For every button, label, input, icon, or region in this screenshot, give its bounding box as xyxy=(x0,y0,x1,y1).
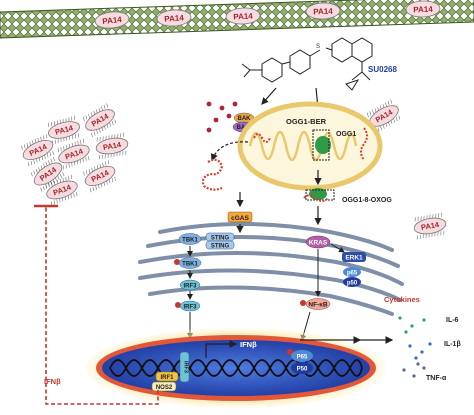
bacterium: PA14 xyxy=(21,134,54,167)
bacterium: PA14 xyxy=(83,160,116,193)
ogg1-8oxog-complex: OGG1-8-OXOG xyxy=(303,188,392,204)
irf3-lower-label: IRF3 xyxy=(183,305,197,311)
il6-label: IL-6 xyxy=(446,317,459,324)
sting-a-label: STING xyxy=(211,236,230,242)
irf1-nos2-complex: IRF1 NOS2 IRF3 xyxy=(151,351,190,392)
sting-b-label: STING xyxy=(211,244,230,250)
kras-label: KRAS xyxy=(309,240,328,247)
mtdna-fragments xyxy=(206,101,238,133)
nuclear-p65-p50: P65 P50 xyxy=(287,349,313,374)
bacterium: PA14 xyxy=(156,9,192,27)
arrow-kras-to-erk1 xyxy=(330,243,345,253)
irf3-upper-label: IRF3 xyxy=(183,284,197,290)
bacterium: PA14 xyxy=(413,212,447,240)
arrow-compound-to-mito-outside xyxy=(261,87,277,105)
bacterium: PA14 xyxy=(57,138,90,170)
cgas-node: cGAS xyxy=(227,211,253,223)
bacterium: PA14 xyxy=(48,115,80,145)
irf3-vertical-label: IRF3 xyxy=(183,361,189,373)
sting-node: STING STING xyxy=(205,232,235,250)
cytosolic-mtdna xyxy=(201,158,224,191)
ifnb-feedback: IFNβ xyxy=(34,204,159,405)
bax-label: BAX xyxy=(237,125,250,131)
bacterium-label: PA14 xyxy=(420,220,440,232)
kras-node: KRAS xyxy=(305,235,331,249)
bak-bax-complex: BAK BAX xyxy=(232,112,255,133)
nfkb-label: NF-κB xyxy=(308,302,327,309)
arrow-ifnb-transcription xyxy=(205,340,238,358)
cgas-label: cGAS xyxy=(231,215,249,222)
tbk1-lower-node: TBK1 xyxy=(174,257,202,269)
nfkb-node: NF-κB xyxy=(300,298,331,310)
nuclear-p50-label: P50 xyxy=(297,367,308,373)
bacterium: PA14 xyxy=(95,132,129,160)
tbk1-upper-label: TBK1 xyxy=(182,238,198,244)
nuclear-p65-label: P65 xyxy=(297,355,308,361)
bacterium: PA14 xyxy=(225,7,261,25)
bacterium-label: PA14 xyxy=(102,140,122,152)
irf3-lower-node: IRF3 xyxy=(175,300,201,312)
bak-label: BAK xyxy=(238,116,252,122)
bacterium-label: PA14 xyxy=(164,13,185,23)
bacterium-label: PA14 xyxy=(313,7,333,17)
ifnb-gene-label: IFNβ xyxy=(240,340,257,349)
ogg1-label: OGG1 xyxy=(336,131,356,138)
irf1-label: IRF1 xyxy=(160,375,174,381)
p50-label: p50 xyxy=(347,281,358,287)
erk1-label: ERK1 xyxy=(345,255,363,262)
tnfa-label: TNF-α xyxy=(426,375,447,382)
cytokines-title: Cytokines xyxy=(384,295,420,304)
su0268-structure xyxy=(241,37,373,91)
bacterium-label: PA14 xyxy=(102,15,123,26)
bacterium: PA14 xyxy=(305,2,341,20)
p65-label: p65 xyxy=(347,271,358,277)
ogg1-ber-label: OGG1-BER xyxy=(286,117,327,126)
bacterium-label: PA14 xyxy=(413,5,433,15)
tbk1-upper-node: TBK1 xyxy=(178,233,202,245)
tbk1-lower-label: TBK1 xyxy=(182,262,198,268)
bacterium: PA14 xyxy=(83,103,117,138)
su0268-label: SU0268 xyxy=(368,65,397,74)
bacterium: PA14 xyxy=(405,0,441,18)
nos2-label: NOS2 xyxy=(156,385,173,391)
il1b-label: IL-1β xyxy=(444,341,461,348)
bacterium: PA14 xyxy=(30,156,65,192)
bacteria-membrane-group: PA14 PA14 PA14 PA14 PA14 xyxy=(94,0,441,29)
erk1-node: ERK1 xyxy=(342,252,366,262)
p65-p50-complex: p65 p50 xyxy=(343,267,361,287)
bacterium: PA14 xyxy=(45,174,78,206)
mitochondrion: OGG1-BER OGG1 xyxy=(237,101,383,191)
bacterium: PA14 xyxy=(94,11,130,29)
cytokine-dots xyxy=(398,316,432,378)
ifnb-feedback-label: IFNβ xyxy=(44,377,61,386)
bacterium-label: PA14 xyxy=(233,11,253,21)
irf3-upper-node: IRF3 xyxy=(179,279,201,291)
sulfonyl-glyph: S xyxy=(316,44,320,50)
ogg1-8oxog-label: OGG1-8-OXOG xyxy=(342,197,392,204)
